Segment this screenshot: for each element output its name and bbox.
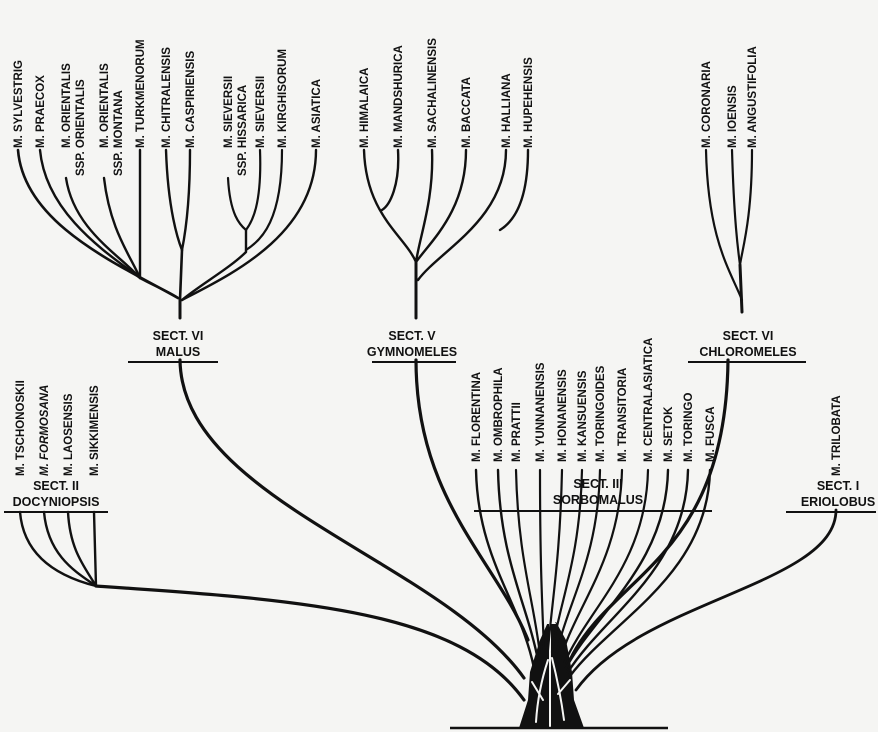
species-label: M. CORONARIA	[701, 61, 713, 148]
section-label-malus: SECT. VI MALUS	[128, 329, 218, 363]
section-label-eriolobus-line2: ERIOLOBUS	[801, 495, 875, 509]
species-label: M. ANGUSTIFOLIA	[747, 46, 759, 148]
species-label: M. FORMOSANA	[39, 385, 51, 476]
species-label: M. KANSUENSIS	[577, 370, 589, 462]
species-label: M. ORIENTALIS	[99, 63, 111, 148]
species-label: M. SIEVERSII	[223, 76, 235, 148]
section-label-docyniopsis-line1: SECT. II	[33, 479, 79, 493]
species-label: SSP. ORIENTALIS	[75, 79, 87, 176]
species-label: M. ASIATICA	[311, 79, 323, 148]
sorbomalus-subtree	[474, 468, 712, 678]
species-label: M. HUPEHENSIS	[523, 57, 535, 148]
species-label: M. KIRGHISORUM	[277, 49, 289, 148]
species-label: M. OMBROPHILA	[493, 367, 505, 462]
section-label-malus-line2: MALUS	[156, 345, 200, 359]
species-label: M. IOENSIS	[727, 85, 739, 148]
species-label: SSP. MONTANA	[113, 90, 125, 176]
trunk-highlights	[531, 611, 571, 727]
section-label-gymnomeles: SECT. V GYMNOMELES	[367, 329, 457, 363]
species-label: M. SACHALINENSIS	[427, 38, 439, 148]
section-label-gymnomeles-line2: GYMNOMELES	[367, 345, 457, 359]
species-label: M. SETOK	[663, 406, 675, 462]
species-label: M. TURKMENORUM	[135, 39, 147, 148]
species-label: M. HALLIANA	[501, 73, 513, 148]
trunk	[519, 622, 584, 728]
section-label-gymnomeles-line1: SECT. V	[388, 329, 436, 343]
chloromeles-subtree	[704, 148, 754, 314]
section-label-sorbomalus-line1: SECT. III	[573, 477, 622, 491]
section-label-malus-line1: SECT. VI	[153, 329, 204, 343]
section-label-sorbomalus-line2: SORBOMALUS	[553, 493, 643, 507]
species-label: M. FUSCA	[705, 406, 717, 462]
species-label: M. CHITRALENSIS	[161, 47, 173, 148]
species-label: M. HIMALAICA	[359, 68, 371, 149]
species-label: M. TSCHONOSKII	[15, 380, 27, 476]
section-label-sorbomalus: SECT. III SORBOMALUS	[474, 477, 712, 512]
section-label-chloromeles-line2: CHLOROMELES	[699, 345, 796, 359]
species-label: M. CENTRALASIATICA	[643, 338, 655, 462]
gymnomeles-subtree	[362, 148, 530, 320]
species-label: M. SIKKIMENSIS	[89, 385, 101, 476]
species-label: M. YUNNANENSIS	[535, 362, 547, 462]
species-label: M. SYLVESTRIG	[13, 60, 25, 148]
species-label: M. TRANSITORIA	[617, 368, 629, 462]
species-label: M. SIEVERSII	[255, 76, 267, 148]
species-label: M. CASPIRIENSIS	[185, 51, 197, 148]
species-label: M. ORIENTALIS	[61, 63, 73, 148]
section-label-chloromeles: SECT. VI CHLOROMELES	[688, 329, 806, 363]
species-label: M. FLORENTINA	[471, 372, 483, 462]
arrow-head	[544, 608, 556, 624]
species-label: M. PRAECOX	[35, 75, 47, 148]
species-label: M. PRATTII	[511, 402, 523, 462]
species-label: M. TORINGO	[683, 393, 695, 462]
section-label-docyniopsis-line2: DOCYNIOPSIS	[13, 495, 100, 509]
malus-subtree	[16, 148, 318, 320]
species-label: M. LAOSENSIS	[63, 393, 75, 476]
docyniopsis-subtree	[18, 510, 98, 588]
main-branches	[94, 358, 838, 702]
species-label: M. MANDSHURICA	[393, 45, 405, 148]
section-label-eriolobus: SECT. I ERIOLOBUS	[786, 479, 876, 513]
species-label: M. TORINGOIDES	[595, 365, 607, 462]
species-label: SSP. HISSARICA	[237, 85, 249, 176]
section-label-docyniopsis: SECT. II DOCYNIOPSIS	[4, 479, 108, 513]
section-label-chloromeles-line1: SECT. VI	[723, 329, 774, 343]
species-label: M. HONANENSIS	[557, 369, 569, 462]
species-label: M. BACCATA	[461, 77, 473, 148]
species-label: M. TRILOBATA	[831, 395, 843, 476]
section-label-eriolobus-line1: SECT. I	[817, 479, 859, 493]
